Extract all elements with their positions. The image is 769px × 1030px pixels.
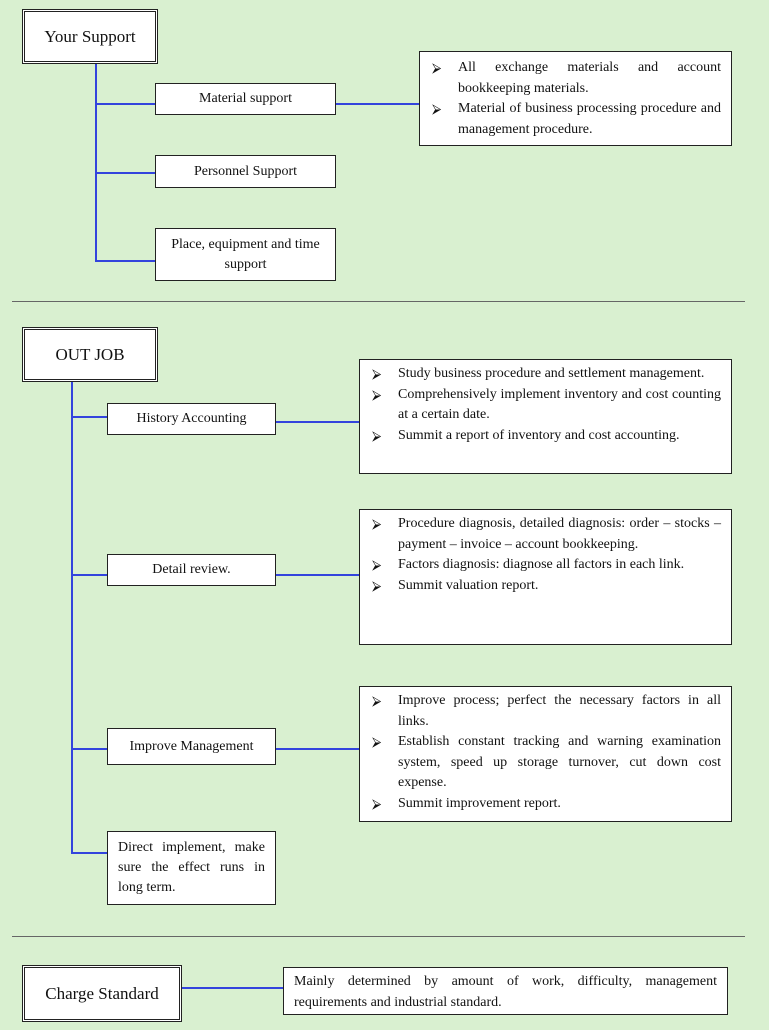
arrow-bullet-icon: ⮚ bbox=[372, 516, 382, 531]
job-title: OUT JOB bbox=[22, 327, 158, 382]
list-item: ⮚Improve process; perfect the necessary … bbox=[372, 693, 721, 729]
section-divider bbox=[12, 301, 745, 302]
arrow-bullet-icon: ⮚ bbox=[372, 795, 382, 811]
list-item: ⮚Summit a report of inventory and cost a… bbox=[370, 426, 721, 447]
support-branch-connector bbox=[95, 172, 155, 174]
list-item: ⮚Establish constant tracking and warning… bbox=[372, 734, 721, 791]
arrow-bullet-icon: ⮚ bbox=[372, 577, 382, 593]
charge-title: Charge Standard bbox=[22, 965, 182, 1022]
support-item-place: Place, equipment and time support bbox=[155, 228, 336, 281]
job-item-direct-implement: Direct implement, make sure the effect r… bbox=[107, 831, 276, 905]
job-branch-connector bbox=[71, 416, 107, 418]
list-item: ⮚All exchange materials and account book… bbox=[432, 60, 721, 96]
charge-note-connector bbox=[182, 987, 283, 989]
arrow-bullet-icon: ⮚ bbox=[372, 557, 382, 573]
job-branch-connector bbox=[71, 748, 107, 750]
support-title: Your Support bbox=[22, 9, 158, 64]
support-note-connector bbox=[335, 103, 419, 105]
list-item: ⮚Factors diagnosis: diagnose all factors… bbox=[370, 555, 721, 576]
list-item: ⮚Summit improvement report. bbox=[370, 794, 721, 815]
list-item: ⮚Material of business processing procedu… bbox=[432, 101, 721, 137]
list-item: ⮚Procedure diagnosis, detailed diagnosis… bbox=[372, 516, 721, 552]
arrow-bullet-icon: ⮚ bbox=[372, 693, 382, 708]
arrow-bullet-icon: ⮚ bbox=[432, 101, 442, 117]
support-item-personnel: Personnel Support bbox=[155, 155, 336, 188]
job-item-history-accounting: History Accounting bbox=[107, 403, 276, 435]
history-notes-box: ⮚Study business procedure and settlement… bbox=[359, 359, 732, 474]
charge-note-box: Mainly determined by amount of work, dif… bbox=[283, 967, 728, 1015]
arrow-bullet-icon: ⮚ bbox=[372, 386, 382, 402]
job-item-improve-management: Improve Management bbox=[107, 728, 276, 765]
arrow-bullet-icon: ⮚ bbox=[432, 60, 442, 75]
job-note-connector bbox=[275, 748, 359, 750]
review-notes-box: ⮚Procedure diagnosis, detailed diagnosis… bbox=[359, 509, 732, 645]
support-branch-connector bbox=[95, 103, 155, 105]
job-trunk-connector bbox=[71, 382, 73, 853]
job-branch-connector bbox=[71, 574, 107, 576]
support-trunk-connector bbox=[95, 64, 97, 261]
list-item: ⮚Summit valuation report. bbox=[370, 576, 721, 597]
support-item-material: Material support bbox=[155, 83, 336, 115]
improve-notes-box: ⮚Improve process; perfect the necessary … bbox=[359, 686, 732, 822]
support-branch-connector bbox=[95, 260, 155, 262]
job-note-connector bbox=[275, 574, 359, 576]
job-note-connector bbox=[275, 421, 359, 423]
charge-note-text: Mainly determined by amount of work, dif… bbox=[294, 974, 717, 1010]
arrow-bullet-icon: ⮚ bbox=[372, 734, 382, 750]
list-item: ⮚Comprehensively implement inventory and… bbox=[372, 386, 721, 423]
arrow-bullet-icon: ⮚ bbox=[372, 427, 382, 443]
section-divider bbox=[12, 936, 745, 937]
list-item: ⮚Study business procedure and settlement… bbox=[370, 364, 721, 385]
job-branch-connector bbox=[71, 852, 107, 854]
job-item-detail-review: Detail review. bbox=[107, 554, 276, 586]
arrow-bullet-icon: ⮚ bbox=[372, 366, 382, 381]
support-notes-box: ⮚All exchange materials and account book… bbox=[419, 51, 732, 146]
